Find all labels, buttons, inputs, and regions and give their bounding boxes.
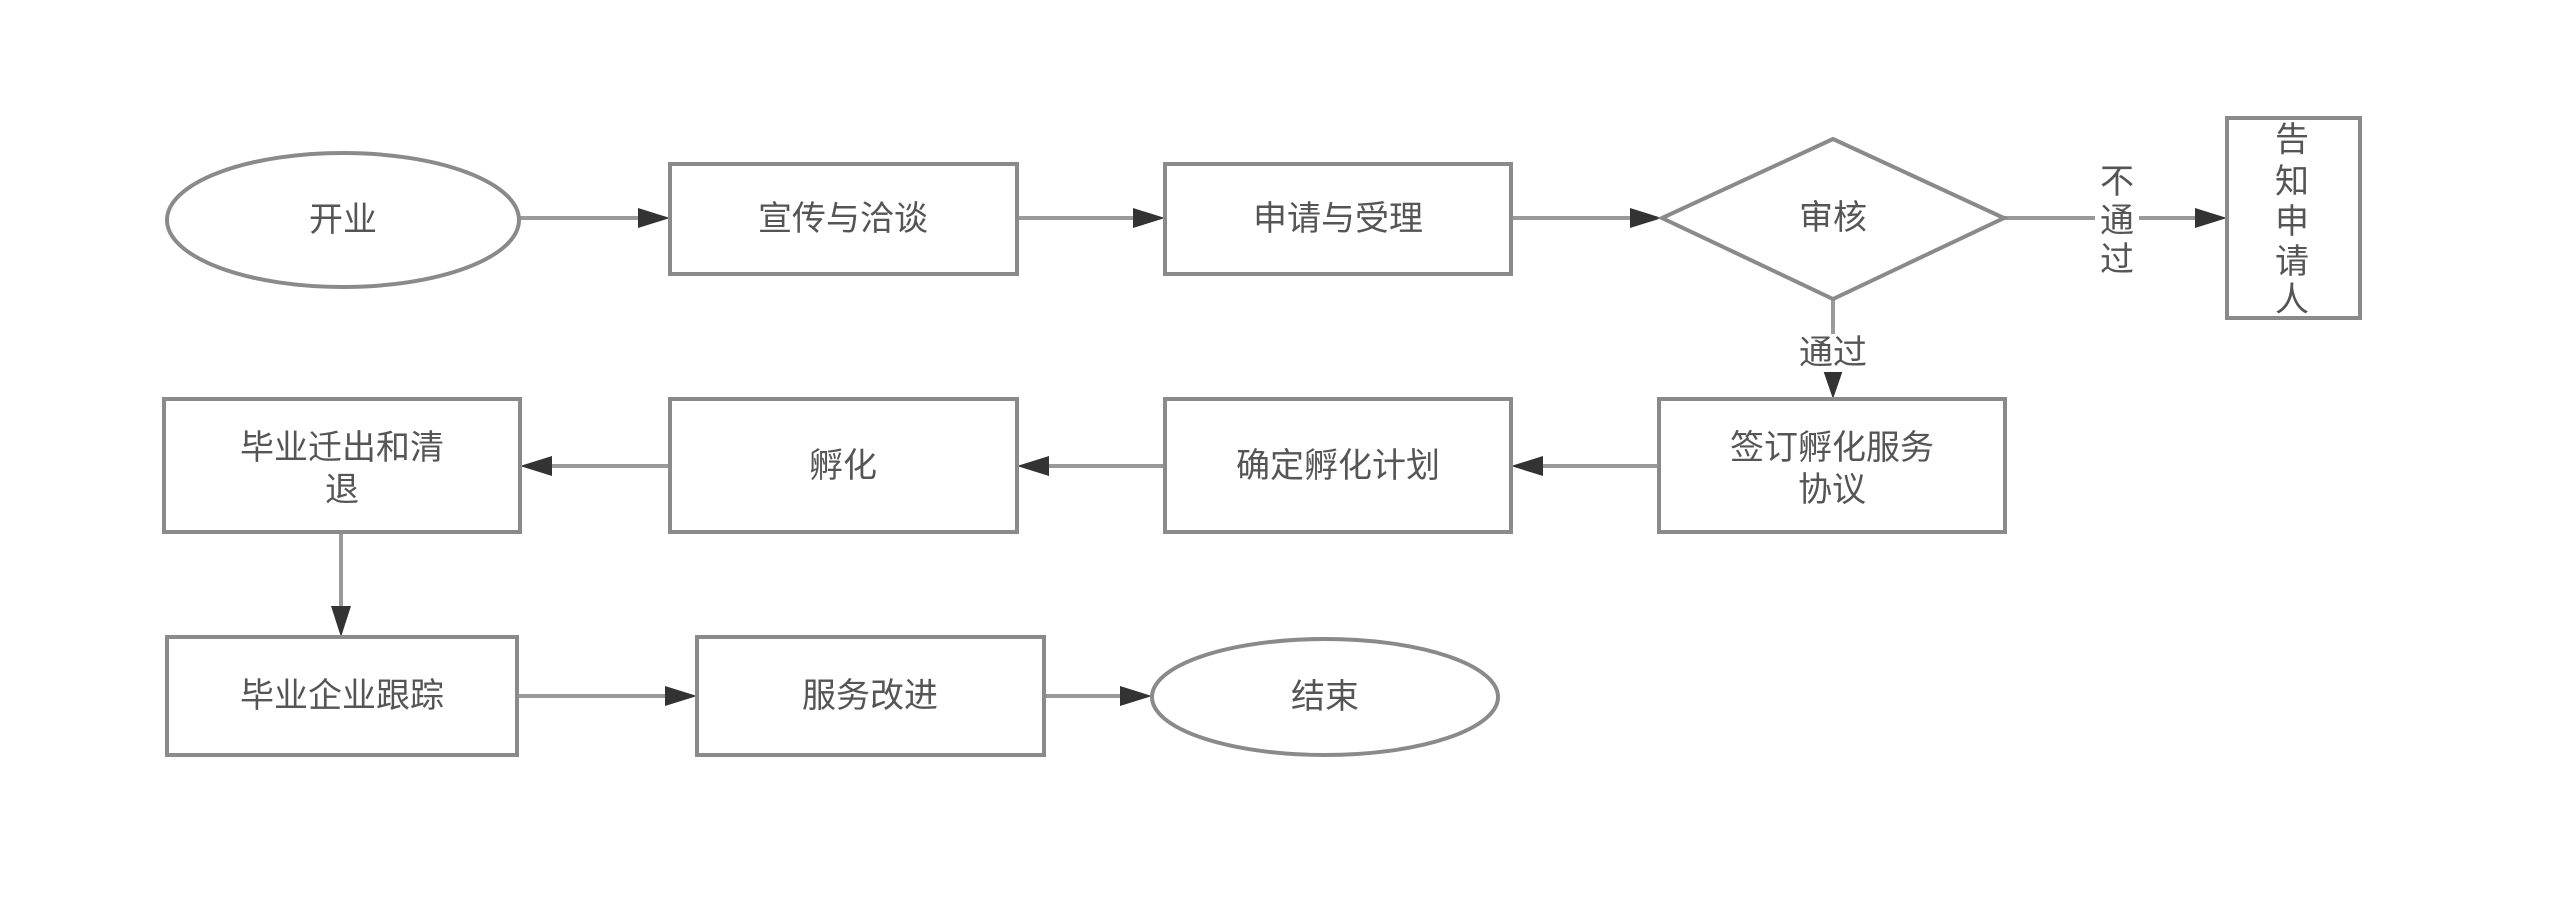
node-label: 开业 xyxy=(309,200,377,240)
node-label: 毕业企业跟踪 xyxy=(240,676,444,716)
node-plan: 确定孵化计划 xyxy=(1163,397,1513,534)
node-label: 协议 xyxy=(1798,470,1866,510)
node-label: 人 xyxy=(2275,280,2309,320)
fail-label-bg xyxy=(2095,160,2139,282)
pass-label-bg xyxy=(1793,334,1873,372)
node-improve: 服务改进 xyxy=(695,635,1046,757)
node-sign-agreement: 签订孵化服务 协议 xyxy=(1657,397,2007,534)
arrowhead xyxy=(1630,208,1662,228)
node-label: 审核 xyxy=(1799,198,1867,238)
node-apply: 申请与受理 xyxy=(1163,162,1513,276)
node-label: 确定孵化计划 xyxy=(1236,446,1440,486)
node-label: 申 xyxy=(2275,202,2309,242)
node-review-decision: 审核 xyxy=(1657,136,2009,302)
node-end: 结束 xyxy=(1150,637,1500,757)
node-label: 知 xyxy=(2275,162,2309,202)
arrowhead xyxy=(1017,456,1049,476)
node-label: 毕业迁出和清 xyxy=(240,428,444,468)
node-track: 毕业企业跟踪 xyxy=(165,635,519,757)
edge-label-fail: 不 xyxy=(2100,162,2134,202)
edge-label-fail: 通 xyxy=(2100,201,2134,241)
edge-label-pass: 通过 xyxy=(1799,333,1867,373)
connectors xyxy=(331,208,2227,706)
node-incubate: 孵化 xyxy=(668,397,1019,534)
arrowhead xyxy=(1133,208,1165,228)
arrowhead xyxy=(2195,208,2227,228)
node-label: 告 xyxy=(2275,120,2309,160)
arrowhead xyxy=(1511,456,1543,476)
node-start: 开业 xyxy=(165,151,521,289)
arrowhead xyxy=(638,208,670,228)
arrowhead xyxy=(331,606,351,637)
arrowhead xyxy=(665,686,697,706)
arrowhead xyxy=(1823,370,1843,399)
edge-label-fail: 过 xyxy=(2100,240,2134,280)
node-promote: 宣传与洽谈 xyxy=(668,162,1019,276)
node-label: 孵化 xyxy=(809,446,877,486)
arrowhead xyxy=(1120,686,1152,706)
node-label: 请 xyxy=(2275,242,2309,282)
node-label: 宣传与洽谈 xyxy=(758,199,928,239)
node-label: 退 xyxy=(325,470,359,510)
node-label: 签订孵化服务 xyxy=(1730,428,1934,468)
node-label: 结束 xyxy=(1291,677,1359,717)
node-label: 申请与受理 xyxy=(1253,199,1423,239)
node-graduate: 毕业迁出和清 退 xyxy=(162,397,522,534)
node-label: 服务改进 xyxy=(802,676,938,716)
node-notify-applicant: 告 知 申 请 人 xyxy=(2225,116,2362,320)
arrowhead xyxy=(520,456,552,476)
